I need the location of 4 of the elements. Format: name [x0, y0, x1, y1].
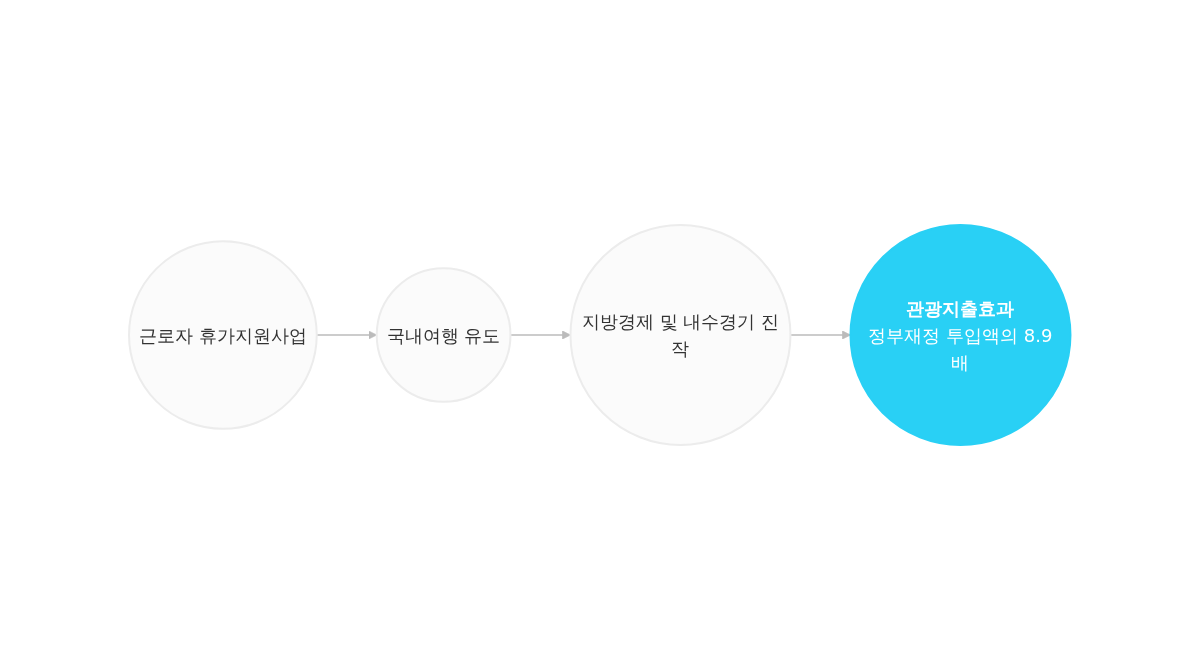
node-circle: 관광지출효과 정부재정 투입액의 8.9배 — [849, 223, 1072, 446]
node-circle: 근로자 휴가지원사업 — [127, 239, 318, 430]
node-circle: 국내여행 유도 — [375, 266, 512, 403]
node-circle: 지방경제 및 내수경기 진작 — [569, 223, 792, 446]
